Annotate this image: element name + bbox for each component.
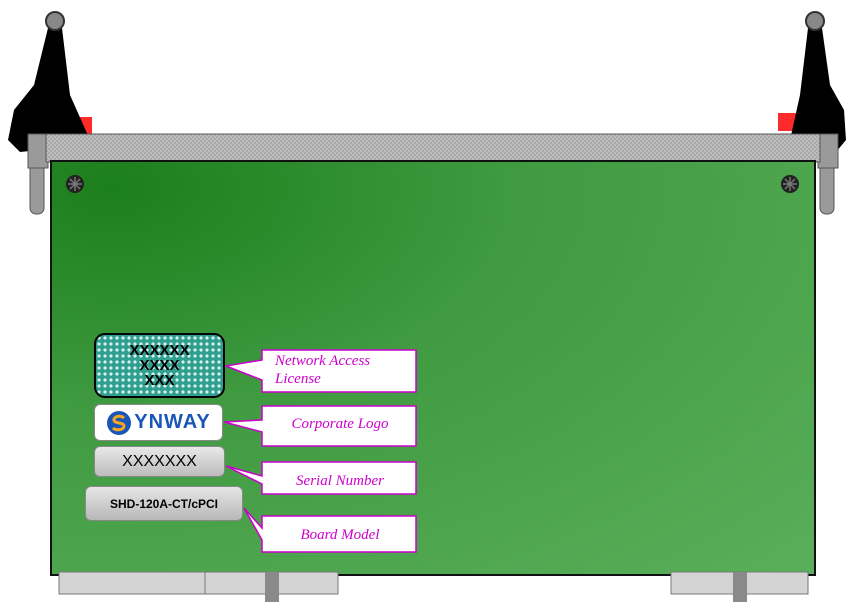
bottom-connector-left <box>59 572 338 602</box>
mounting-hole-right-icon <box>781 175 799 193</box>
logo-text: YNWAY <box>134 411 211 434</box>
license-line-1: XXXXXX <box>129 343 189 358</box>
serial-number-label: XXXXXXX <box>94 446 225 477</box>
callout-corporate-logo: Corporate Logo <box>262 415 418 433</box>
board-model-label: SHD-120A-CT/cPCI <box>85 486 243 521</box>
license-line-3: XXX <box>144 373 174 388</box>
synway-logo-icon <box>106 410 132 436</box>
bottom-connector-right <box>671 572 808 602</box>
network-access-license-label: XXXXXX XXXX XXX <box>94 333 225 398</box>
mounting-hole-left-icon <box>66 175 84 193</box>
callout-board-model: Board Model <box>262 526 418 544</box>
corporate-logo-label: YNWAY <box>94 404 223 441</box>
callout-network-access-license: Network Access License <box>275 352 415 388</box>
license-line-2: XXXX <box>139 358 179 373</box>
callout-serial-number: Serial Number <box>262 472 418 490</box>
